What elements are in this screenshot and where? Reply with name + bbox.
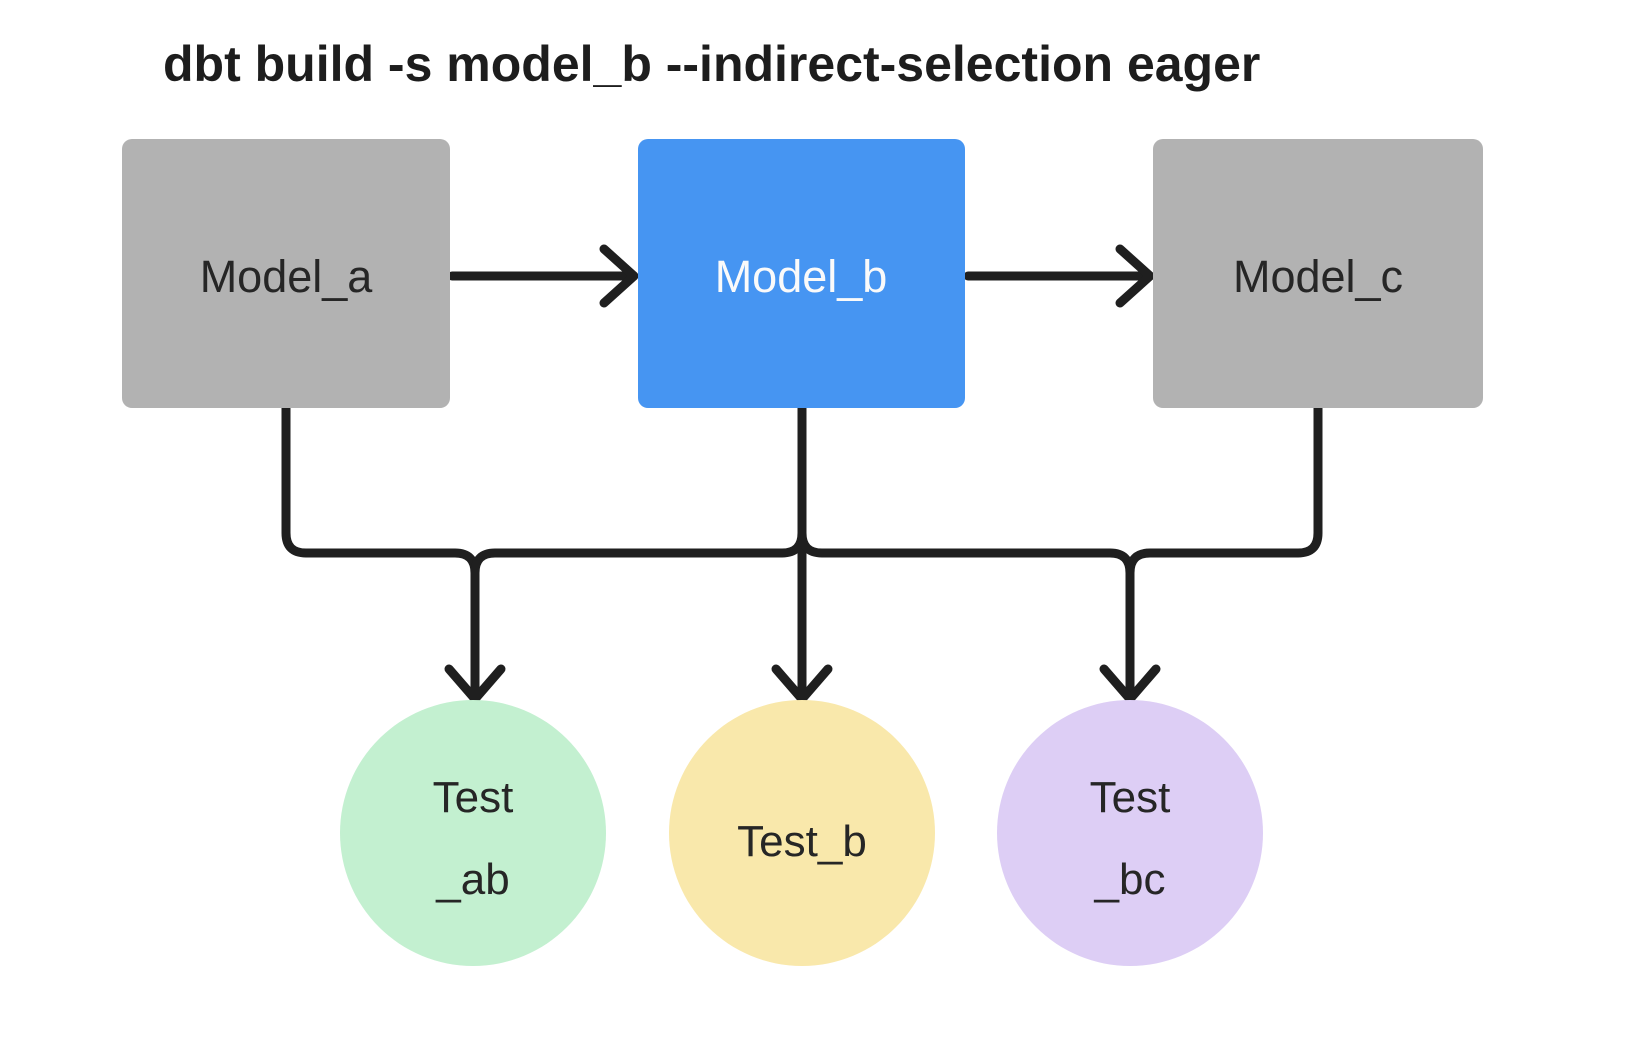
model-a-label: Model_a <box>200 251 374 302</box>
test-bc-circle <box>997 700 1263 966</box>
test-ab-label-line2: _ab <box>435 855 509 904</box>
test-ab-label-line1: Test <box>433 773 514 822</box>
arrowhead-down-test-ab-icon <box>444 664 506 704</box>
test-b-circle <box>669 700 935 966</box>
node-model-b: Model_b <box>638 139 965 408</box>
test-b-label: Test_b <box>737 817 867 866</box>
arrowhead-down-test-b-icon <box>771 664 833 704</box>
edge-group <box>281 403 1323 704</box>
edge-model-b-to-test-ab <box>470 403 807 697</box>
model-b-box <box>638 139 965 408</box>
model-b-label: Model_b <box>715 251 888 302</box>
node-test-ab: Test _ab <box>340 700 606 966</box>
model-c-box <box>1153 139 1483 408</box>
edge-model-c-to-test-bc <box>1125 403 1323 697</box>
node-test-b: Test_b <box>669 700 935 966</box>
command-title: dbt build -s model_b --indirect-selectio… <box>163 36 1260 92</box>
test-bc-label-line1: Test <box>1090 773 1171 822</box>
edge-model-b-to-test-bc <box>797 403 1135 697</box>
edge-model-a-to-test-ab <box>281 403 480 697</box>
model-chain-arrows <box>447 244 1155 308</box>
test-bc-label-line2: _bc <box>1094 855 1166 904</box>
node-model-a: Model_a <box>122 139 450 408</box>
node-test-bc: Test _bc <box>997 700 1263 966</box>
arrowhead-down-test-bc-icon <box>1099 664 1161 704</box>
arrowhead-right-model-b-icon <box>599 244 639 308</box>
arrowhead-right-model-c-icon <box>1115 244 1155 308</box>
node-model-c: Model_c <box>1153 139 1483 408</box>
model-c-label: Model_c <box>1233 251 1403 302</box>
model-a-box <box>122 139 450 408</box>
test-ab-circle <box>340 700 606 966</box>
